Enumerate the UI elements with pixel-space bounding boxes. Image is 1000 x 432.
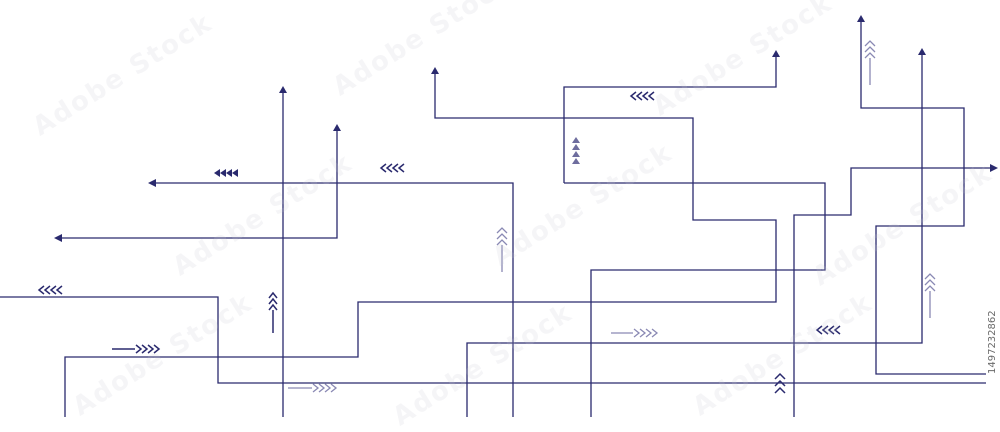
- circuit-line: [65, 72, 776, 417]
- arrowhead-up-icon: [857, 15, 865, 22]
- chevrons-left-icon: [39, 286, 62, 294]
- chevrons-right-icon: [611, 329, 657, 337]
- chevrons-left-icon: [381, 164, 404, 172]
- arrowhead-left-icon: [54, 234, 62, 242]
- arrowhead-up-icon: [431, 67, 439, 74]
- triangles-up-icon: [572, 137, 580, 164]
- arrowhead-up-icon: [772, 50, 780, 57]
- chevrons-right-icon: [112, 345, 159, 353]
- chevrons-left-icon: [631, 92, 654, 100]
- circuit-line: [467, 54, 922, 417]
- circuit-line: [564, 183, 825, 417]
- circuit-line: [60, 130, 337, 238]
- circuit-line: [0, 297, 1000, 383]
- stock-id-label: 1497232862: [986, 267, 1000, 417]
- arrowhead-up-icon: [333, 124, 341, 131]
- arrowhead-left-icon: [148, 179, 156, 187]
- arrowhead-up-icon: [918, 48, 926, 55]
- chevrons-left-icon: [817, 326, 840, 334]
- chevrons-up-icon: [925, 274, 935, 318]
- circuit-drawing: [0, 0, 1000, 417]
- circuit-line: [154, 183, 513, 417]
- circuit-line: [794, 168, 992, 417]
- chevrons-right-icon: [288, 384, 336, 392]
- circuit-line: [861, 22, 1000, 374]
- triangles-left-icon: [214, 169, 238, 177]
- chevrons-up-icon: [269, 293, 277, 333]
- chevrons-up-icon: [497, 228, 507, 272]
- arrowhead-right-icon: [990, 164, 998, 172]
- circuit-line: [564, 56, 776, 183]
- arrowhead-up-icon: [279, 86, 287, 93]
- chevrons-up-icon: [865, 41, 875, 85]
